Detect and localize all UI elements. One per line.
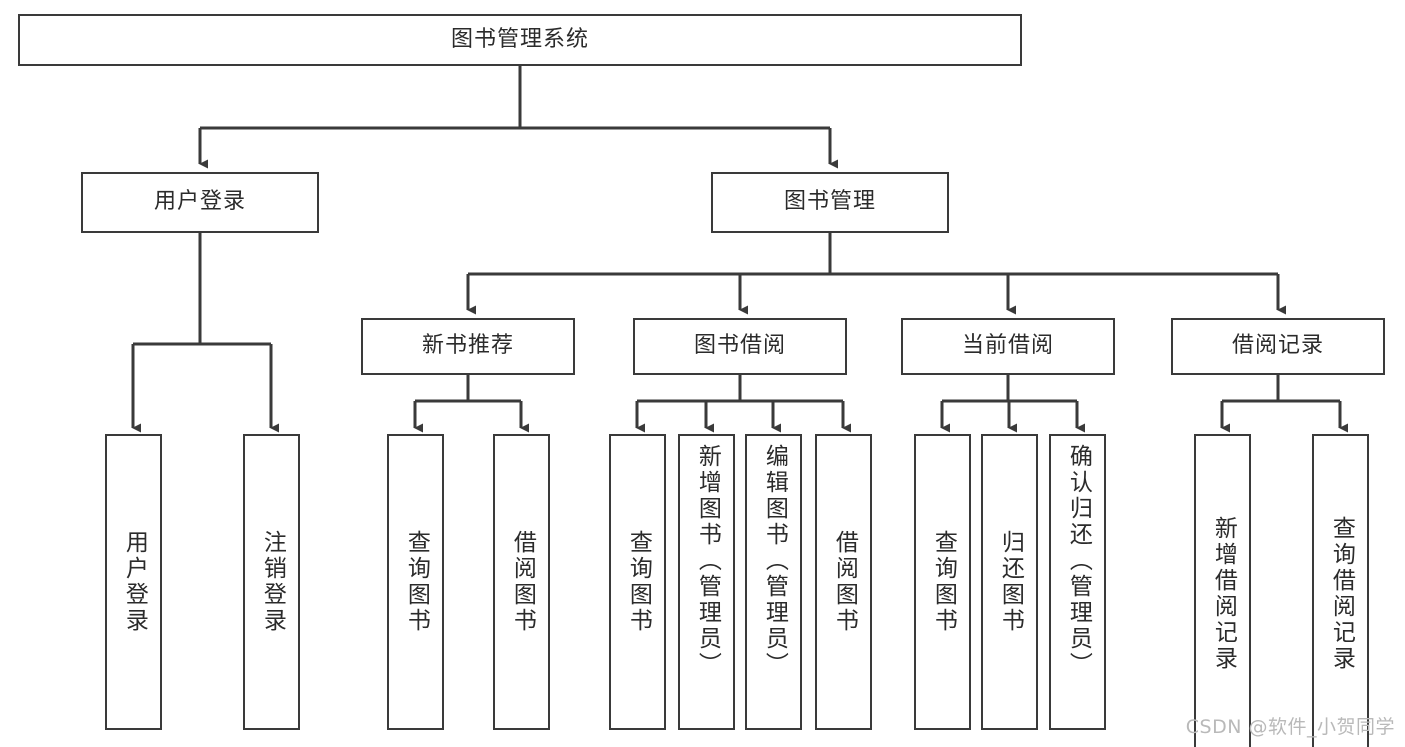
- node-label: 新书推荐: [421, 333, 514, 359]
- node-label: 图书管理系统: [450, 26, 589, 52]
- node-label: 借阅图书: [831, 530, 858, 634]
- node-leaf-user-login[interactable]: 用户登录: [105, 434, 162, 730]
- node-leaf-query-borrow-record[interactable]: 查询借阅记录: [1312, 434, 1369, 747]
- node-leaf-query-book-nb[interactable]: 查询图书: [387, 434, 444, 730]
- node-label: 归还图书: [997, 530, 1024, 634]
- node-label: 用户登录: [121, 530, 148, 634]
- node-label: 查询借阅记录: [1328, 516, 1355, 672]
- node-label: 查询图书: [625, 530, 652, 634]
- node-current-borrow[interactable]: 当前借阅: [901, 318, 1115, 375]
- node-leaf-borrow-book-bw[interactable]: 借阅图书: [815, 434, 872, 730]
- node-label: 借阅记录: [1231, 333, 1324, 359]
- node-leaf-add-book-admin[interactable]: 新增图书（管理员）: [678, 434, 735, 730]
- node-leaf-borrow-book-nb[interactable]: 借阅图书: [493, 434, 550, 730]
- node-leaf-add-borrow-record[interactable]: 新增借阅记录: [1194, 434, 1251, 747]
- node-label: 注销登录: [259, 530, 286, 634]
- node-label: 当前借阅: [961, 333, 1054, 359]
- node-leaf-query-book-cb[interactable]: 查询图书: [914, 434, 971, 730]
- node-label: 编辑图书（管理员）: [761, 444, 788, 678]
- node-label: 查询图书: [930, 530, 957, 634]
- node-borrow-records[interactable]: 借阅记录: [1171, 318, 1385, 375]
- node-book-management[interactable]: 图书管理: [711, 172, 949, 233]
- node-label: 新增图书（管理员）: [694, 444, 721, 678]
- node-label: 图书管理: [783, 189, 876, 215]
- node-leaf-logout[interactable]: 注销登录: [243, 434, 300, 730]
- node-label: 图书借阅: [693, 333, 786, 359]
- node-label: 用户登录: [153, 189, 246, 215]
- node-leaf-edit-book-admin[interactable]: 编辑图书（管理员）: [745, 434, 802, 730]
- node-label: 新增借阅记录: [1210, 516, 1237, 672]
- node-root-book-management-system[interactable]: 图书管理系统: [18, 14, 1022, 66]
- node-leaf-confirm-return-admin[interactable]: 确认归还（管理员）: [1049, 434, 1106, 730]
- node-leaf-return-book[interactable]: 归还图书: [981, 434, 1038, 730]
- node-label: 查询图书: [403, 530, 430, 634]
- node-book-borrow[interactable]: 图书借阅: [633, 318, 847, 375]
- node-user-login[interactable]: 用户登录: [81, 172, 319, 233]
- node-label: 借阅图书: [509, 530, 536, 634]
- node-leaf-query-book-bw[interactable]: 查询图书: [609, 434, 666, 730]
- node-new-book-recommend[interactable]: 新书推荐: [361, 318, 575, 375]
- node-label: 确认归还（管理员）: [1065, 444, 1092, 678]
